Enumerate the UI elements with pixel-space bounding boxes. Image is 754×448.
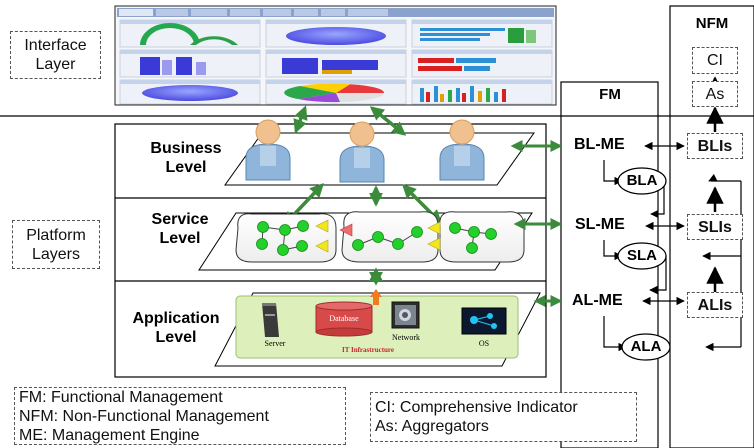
sla-oval: [617, 242, 667, 270]
bl-me-label: BL-ME: [574, 136, 625, 153]
service-triangles: [315, 219, 441, 253]
database-label: Database: [329, 314, 359, 323]
service-cloud: [341, 211, 439, 263]
legend-left: FM: Functional Management NFM: Non-Funct…: [14, 387, 346, 445]
ala-label: ALA: [630, 338, 662, 355]
os-label: OS: [478, 339, 490, 348]
alis-box: ALIs: [687, 292, 743, 318]
business-level-label: Business Level: [150, 140, 222, 176]
interface-layer-label: Interface Layer: [10, 31, 101, 79]
dashboard-screenshot: [114, 5, 557, 106]
legend-right: CI: Comprehensive Indicator As: Aggregat…: [370, 392, 637, 442]
interface-layer-line1: Interface: [24, 37, 87, 54]
agent-indicator-arrows: [702, 173, 742, 352]
me-indicator-arrows: [642, 141, 685, 306]
os-icon: [461, 307, 507, 335]
platform-fm-arrows: [510, 140, 563, 307]
as-box: As: [692, 81, 738, 107]
interface-business-arrows: [293, 105, 407, 136]
legend-me: ME: Management Engine: [19, 427, 200, 444]
interface-layer-line2: Layer: [35, 56, 76, 73]
it-infrastructure-label: IT Infrastructure: [341, 346, 395, 354]
server-icon: [262, 303, 279, 337]
bla-label: BLA: [626, 172, 658, 189]
service-level-label: Service Level: [151, 211, 209, 247]
sl-me-label: SL-ME: [575, 216, 625, 233]
sla-label: SLA: [627, 247, 657, 264]
person-icon: [245, 119, 291, 181]
blis-box: BLIs: [687, 133, 743, 159]
bla-oval: [617, 167, 667, 195]
database-icon: [315, 301, 373, 337]
server-label: Server: [264, 339, 286, 348]
al-me-label: AL-ME: [572, 292, 623, 309]
legend-fm: FM: Functional Management: [19, 389, 223, 406]
network-label: Network: [392, 333, 420, 342]
person-icon: [339, 121, 385, 183]
application-level-label: Application Level: [132, 310, 220, 346]
nfm-title: NFM: [695, 15, 729, 32]
legend-nfm: NFM: Non-Functional Management: [19, 408, 269, 425]
slis-box: SLIs: [687, 214, 743, 240]
platform-layers-line1: Platform: [26, 226, 86, 244]
upload-arrow-icon: [370, 289, 382, 305]
legend-ci: CI: Comprehensive Indicator: [375, 399, 578, 416]
service-graph-nodes: [256, 220, 497, 256]
fm-title: FM: [599, 86, 621, 103]
network-icon: [391, 301, 420, 329]
service-cloud: [439, 211, 525, 263]
ci-box: CI: [692, 47, 738, 74]
person-icon: [439, 119, 485, 181]
platform-layers-line2: Layers: [31, 245, 81, 263]
ala-oval: [621, 333, 671, 361]
platform-layers-label: Platform Layers: [12, 220, 100, 269]
me-agent-arrows: [603, 160, 627, 352]
legend-as: As: Aggregators: [375, 418, 489, 435]
